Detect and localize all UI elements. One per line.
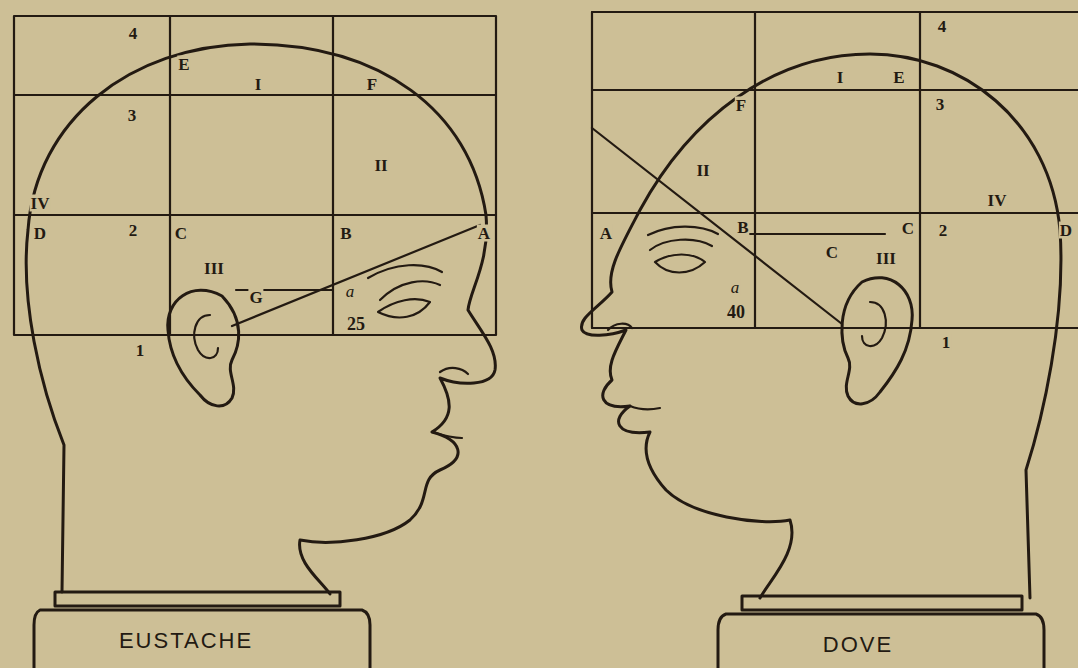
- lips: [630, 406, 660, 409]
- grid-letter: C: [174, 225, 188, 242]
- ear-inner: [194, 315, 218, 358]
- lips: [432, 432, 462, 438]
- nostril: [440, 368, 468, 374]
- angle-value: 40: [726, 303, 746, 321]
- zone-numeral: I: [254, 76, 263, 93]
- grid-number: 2: [128, 222, 139, 239]
- zone-numeral: IV: [987, 192, 1008, 209]
- head-outline: [26, 44, 495, 594]
- pedestal: [34, 592, 370, 668]
- eye: [650, 240, 712, 273]
- facial-line: [592, 128, 842, 324]
- ear-inner: [862, 302, 886, 346]
- zone-numeral: III: [203, 260, 225, 277]
- measure-line: [742, 233, 885, 235]
- measure-grid: [14, 16, 496, 335]
- grid-number: 4: [128, 25, 139, 42]
- angle-value: 25: [346, 315, 366, 333]
- grid-letter: A: [599, 225, 613, 242]
- pedestal: [718, 596, 1044, 668]
- grid-letter: C: [825, 244, 839, 261]
- zone-numeral: III: [875, 250, 897, 267]
- grid-number: 1: [135, 342, 146, 359]
- angle-letter: a: [345, 283, 356, 300]
- grid-letter: E: [177, 56, 190, 73]
- facial-line: [232, 225, 480, 326]
- grid-letter: B: [339, 225, 352, 242]
- grid-number: 3: [127, 107, 138, 124]
- head-outline: [581, 54, 1060, 598]
- grid-letter: E: [892, 69, 905, 86]
- zone-numeral: IV: [30, 195, 51, 212]
- zone-numeral: II: [373, 157, 388, 174]
- angle-letter: a: [730, 279, 741, 296]
- grid-letter: F: [735, 97, 747, 114]
- grid-number: 2: [938, 222, 949, 239]
- eyebrow: [648, 227, 718, 235]
- grid-letter: F: [366, 76, 378, 93]
- ear: [168, 290, 239, 406]
- ear: [842, 278, 912, 404]
- plate-name: EUSTACHE: [118, 630, 254, 652]
- eye: [378, 281, 440, 317]
- grid-number: 3: [935, 96, 946, 113]
- grid-number: 4: [937, 18, 948, 35]
- grid-letter: A: [477, 225, 491, 242]
- zone-numeral: I: [836, 69, 845, 86]
- grid-letter: D: [33, 225, 47, 242]
- plate-name: DOVE: [822, 634, 894, 656]
- zone-numeral: II: [695, 162, 710, 179]
- grid-letter: B: [736, 219, 749, 236]
- grid-letter: C: [901, 220, 915, 237]
- nostril: [608, 324, 632, 330]
- grid-number: 1: [941, 334, 952, 351]
- grid-letter: D: [1059, 222, 1073, 239]
- grid-letter: G: [248, 289, 263, 306]
